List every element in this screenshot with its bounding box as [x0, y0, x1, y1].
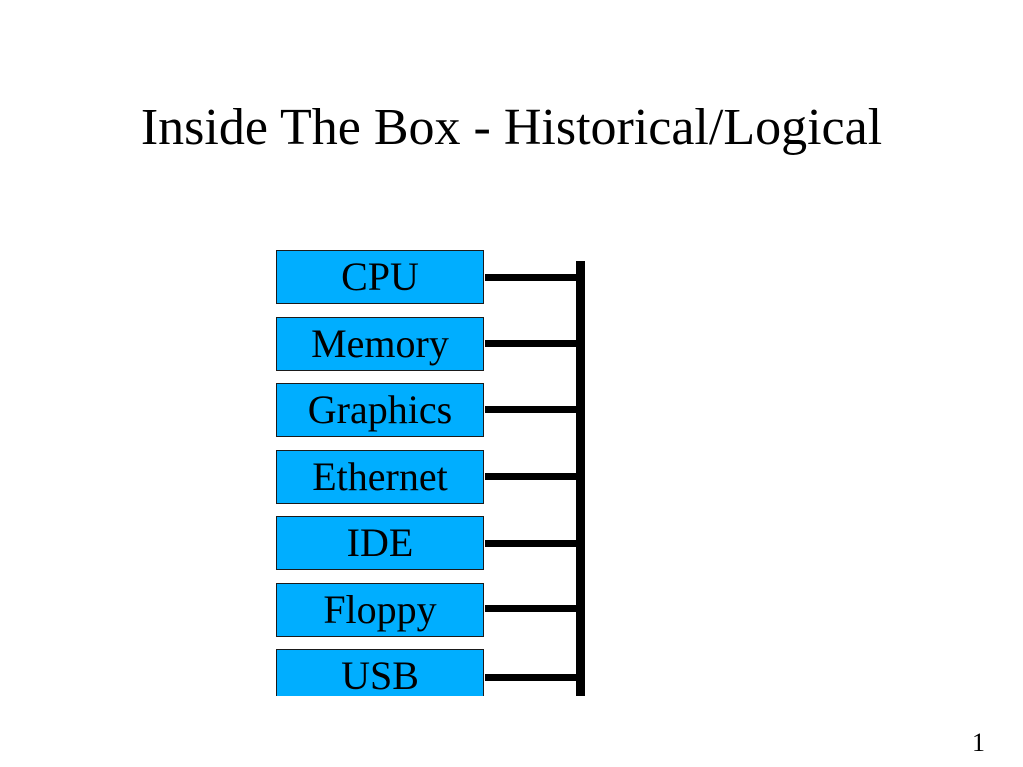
bus-connector-usb: [485, 674, 580, 681]
bus-connector-graphics: [485, 406, 580, 413]
bus-connector-memory: [485, 340, 580, 347]
bus-connector-cpu: [485, 274, 580, 281]
component-memory: Memory: [276, 317, 484, 371]
component-ethernet: Ethernet: [276, 450, 484, 504]
bus-connector-floppy: [485, 605, 580, 612]
bus-connector-ide: [485, 540, 580, 547]
component-ide: IDE: [276, 516, 484, 570]
component-cpu: CPU: [276, 250, 484, 304]
component-graphics: Graphics: [276, 383, 484, 437]
component-floppy: Floppy: [276, 583, 484, 637]
component-usb: USB: [276, 649, 484, 698]
system-bus: [576, 261, 585, 696]
bus-connector-ethernet: [485, 473, 580, 480]
slide-title: Inside The Box - Historical/Logical: [140, 99, 883, 156]
page-number: 1: [972, 728, 985, 757]
